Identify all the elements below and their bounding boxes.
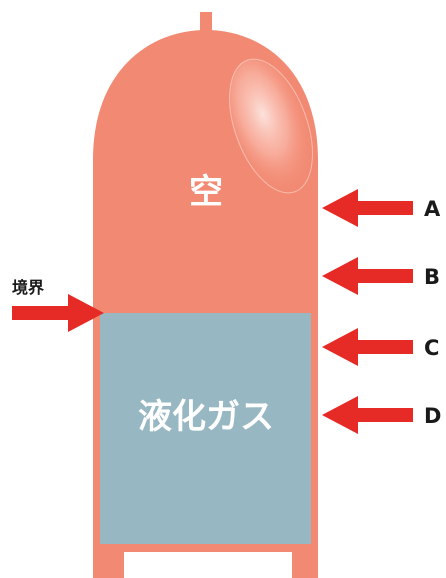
marker-a-label: A (424, 197, 441, 221)
boundary-label: 境界 (12, 278, 44, 297)
liquid-gas-label: 液化ガス (138, 397, 274, 437)
marker-d-arrow (322, 396, 413, 434)
marker-d-label: D (424, 404, 441, 428)
empty-space-label: 空 (189, 172, 223, 212)
marker-c-label: C (424, 336, 439, 360)
dome-highlight (229, 58, 313, 194)
boundary-arrow (12, 294, 104, 332)
marker-a-arrow (322, 189, 413, 227)
marker-c-arrow (322, 328, 413, 366)
liquid-gas-region (100, 313, 311, 544)
marker-b-arrow (322, 257, 413, 295)
marker-b-label: B (424, 265, 440, 289)
valve-stem (200, 12, 212, 36)
